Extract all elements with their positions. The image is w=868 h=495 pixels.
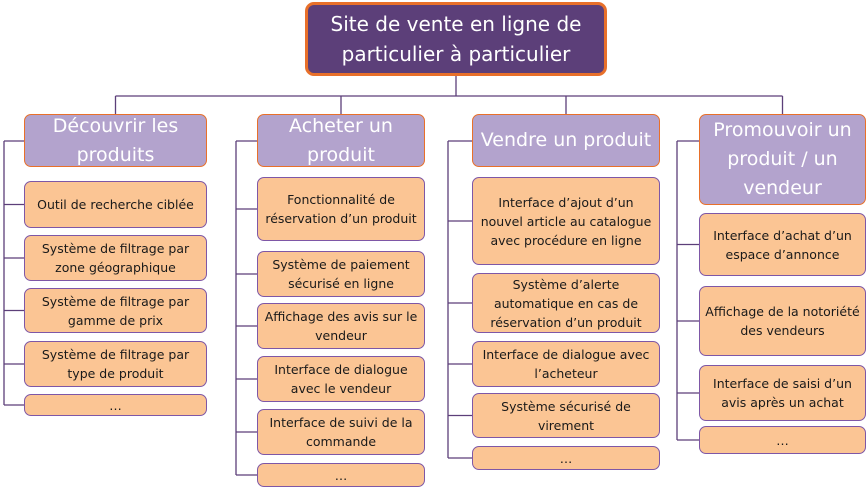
item-label: Système de filtrage par zone géographiqu… [41, 241, 190, 275]
category-acheter: Acheter un produit [257, 114, 425, 167]
item-node: Système de filtrage par gamme de prix [24, 288, 207, 333]
item-node: Interface de suivi de la commande [257, 409, 425, 455]
item-label: Interface de saisi d’un avis après un ac… [713, 376, 852, 410]
item-node: … [699, 426, 866, 454]
item-node: Affichage des avis sur le vendeur [257, 303, 425, 349]
item-node: Système de paiement sécurisé en ligne [257, 251, 425, 297]
root-label: Site de vente en ligne de particulier à … [330, 12, 582, 66]
category-decouvrir: Découvrir les produits [24, 114, 207, 167]
category-vendre: Vendre un produit [472, 114, 660, 167]
item-label: Interface d’ajout d’un nouvel article au… [480, 194, 652, 248]
item-label: Système d’alerte automatique en cas de r… [490, 276, 642, 330]
item-node: Interface de saisi d’un avis après un ac… [699, 365, 866, 421]
item-label: Système de filtrage par type de produit [41, 347, 190, 381]
item-node: Interface d’ajout d’un nouvel article au… [472, 177, 660, 265]
item-label: Interface d’achat d’un espace d’annonce [713, 227, 852, 262]
item-node: Interface de dialogue avec l’acheteur [472, 341, 660, 387]
item-label: Outil de recherche ciblée [37, 197, 194, 212]
item-label: Interface de dialogue avec le vendeur [274, 362, 408, 396]
item-label: Affichage de la notoriété des vendeurs [705, 304, 860, 338]
item-node: Outil de recherche ciblée [24, 181, 207, 228]
item-label: Système de filtrage par gamme de prix [41, 293, 190, 328]
item-label: … [109, 397, 122, 413]
item-node: … [472, 446, 660, 470]
item-node: … [257, 463, 425, 487]
item-node: Interface de dialogue avec le vendeur [257, 356, 425, 402]
item-node: … [24, 394, 207, 416]
item-label: Système de paiement sécurisé en ligne [272, 257, 410, 291]
item-node: Fonctionnalité de réservation d’un produ… [257, 177, 425, 241]
category-title: Vendre un produit [480, 129, 652, 151]
item-label: Fonctionnalité de réservation d’un produ… [265, 192, 417, 226]
category-promouvoir: Promouvoir un produit / un vendeur [699, 114, 866, 205]
category-title: Découvrir les produits [52, 114, 179, 166]
item-label: … [334, 467, 348, 483]
item-label: Interface de suivi de la commande [269, 415, 413, 449]
item-node: Système sécurisé de virement [472, 393, 660, 438]
item-label: Interface de dialogue avec l’acheteur [482, 347, 650, 381]
root-node: Site de vente en ligne de particulier à … [305, 2, 607, 76]
category-title: Promouvoir un produit / un vendeur [713, 119, 852, 199]
item-node: Système de filtrage par zone géographiqu… [24, 235, 207, 281]
category-title: Acheter un produit [289, 114, 393, 166]
item-label: Système sécurisé de virement [501, 398, 631, 433]
item-node: Système de filtrage par type de produit [24, 341, 207, 387]
item-node: Système d’alerte automatique en cas de r… [472, 273, 660, 333]
item-label: … [559, 450, 573, 466]
item-node: Interface d’achat d’un espace d’annonce [699, 213, 866, 276]
item-node: Affichage de la notoriété des vendeurs [699, 286, 866, 356]
item-label: … [776, 432, 789, 448]
item-label: Affichage des avis sur le vendeur [264, 309, 418, 343]
